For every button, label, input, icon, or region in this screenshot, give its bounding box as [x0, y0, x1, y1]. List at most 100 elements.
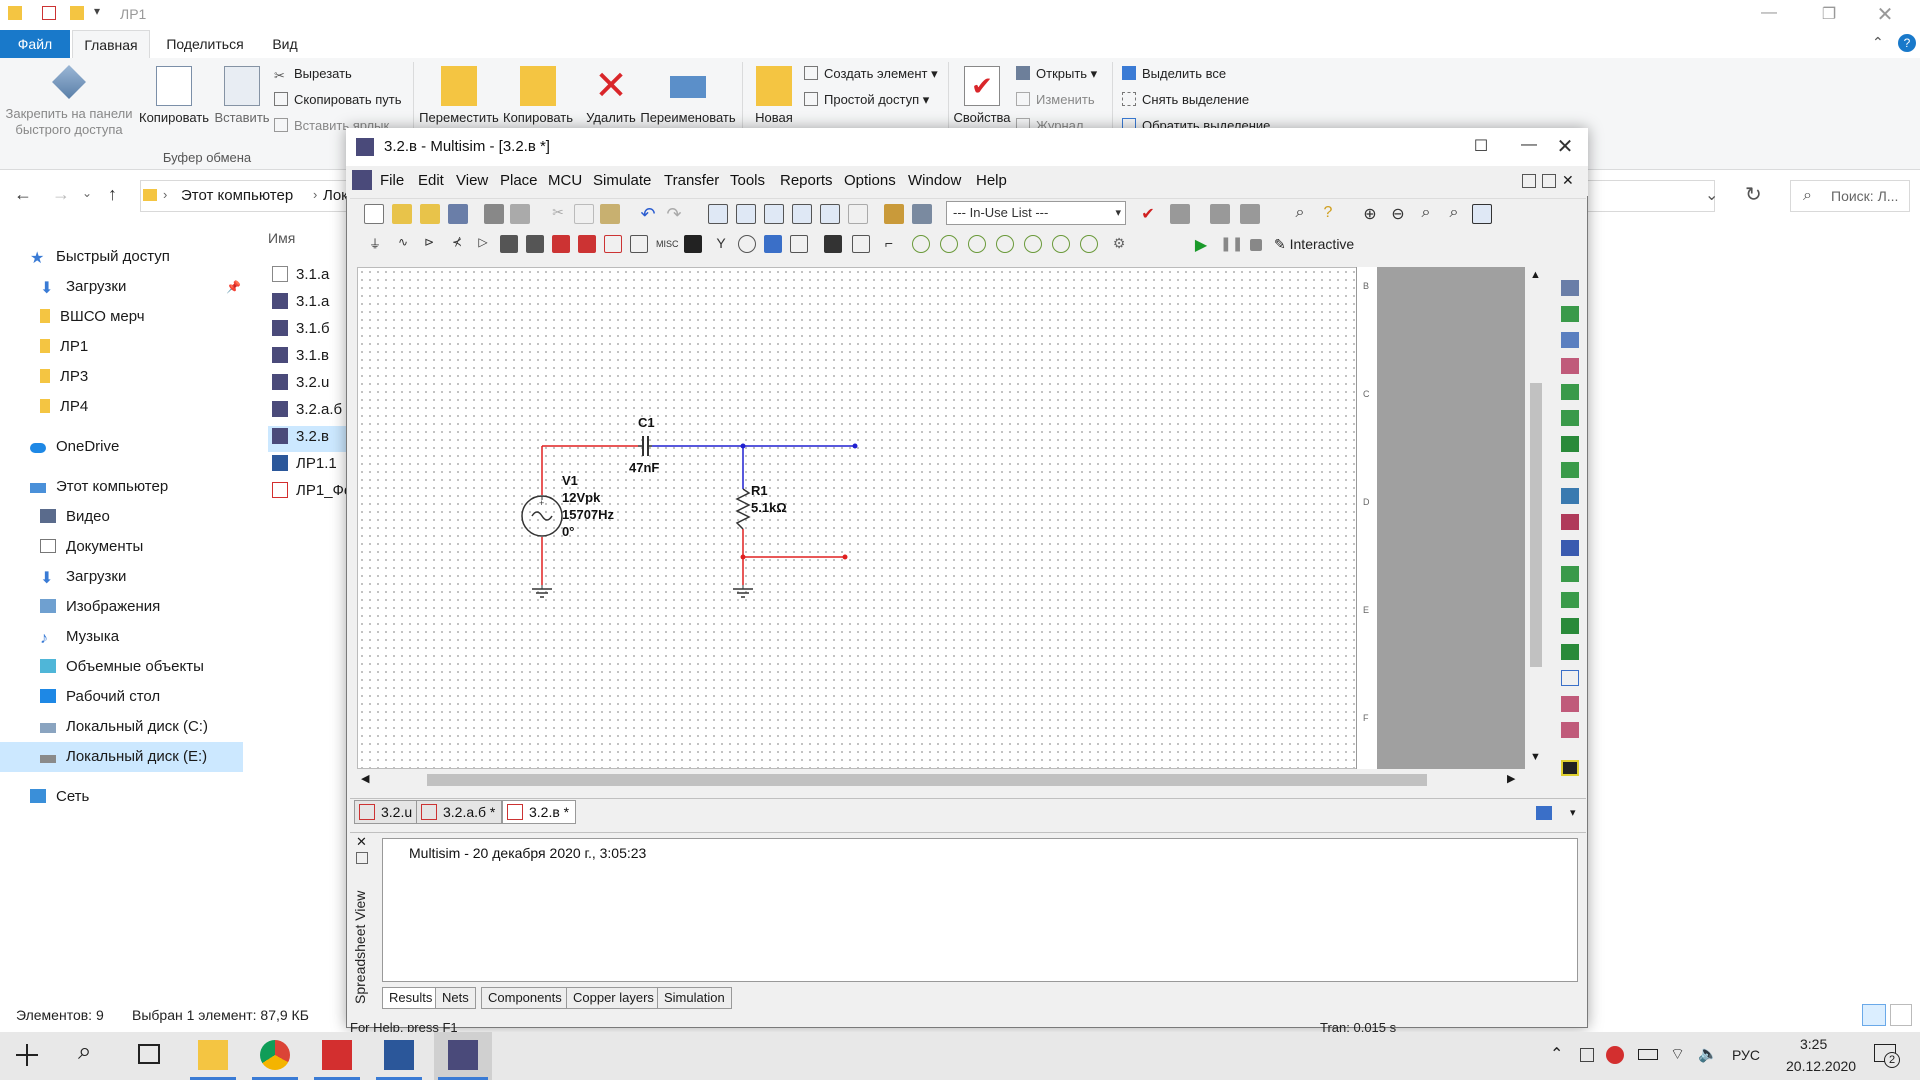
- tray-chevron-icon[interactable]: ⌃: [1550, 1046, 1564, 1063]
- zoom-out-icon[interactable]: ⊖: [1391, 206, 1405, 223]
- nav-quick-folder[interactable]: ВШСО мерч: [40, 308, 145, 325]
- probe-icon[interactable]: [968, 235, 986, 253]
- stop-simulation-icon[interactable]: [1250, 239, 1262, 251]
- nav-onedrive[interactable]: OneDrive: [30, 438, 119, 455]
- advanced-peripherals-icon[interactable]: [684, 235, 702, 253]
- menu-file[interactable]: File: [380, 172, 405, 189]
- menu-window[interactable]: Window: [908, 172, 962, 189]
- close-panel-icon[interactable]: ✕: [356, 834, 367, 849]
- interactive-mode-button[interactable]: ✎ Interactive: [1274, 236, 1355, 252]
- start-windows-icon[interactable]: [16, 1044, 38, 1066]
- cmos-component-icon[interactable]: [526, 235, 544, 253]
- scroll-thumb[interactable]: [1530, 383, 1542, 667]
- probe-icon[interactable]: [996, 235, 1014, 253]
- file-item[interactable]: ЛР1_Фе: [272, 482, 352, 499]
- language-indicator[interactable]: РУС: [1732, 1047, 1761, 1063]
- nav-quick-folder[interactable]: ЛР3: [40, 368, 88, 385]
- menu-view[interactable]: View: [456, 172, 489, 189]
- zoom-full-icon[interactable]: [1472, 204, 1492, 224]
- full-screen-icon[interactable]: [708, 204, 728, 224]
- tab-view[interactable]: Вид: [272, 36, 298, 52]
- select-none-button[interactable]: Снять выделение: [1122, 92, 1249, 107]
- distortion-analyzer-icon[interactable]: [1561, 566, 1579, 582]
- analog-component-icon[interactable]: ▷: [478, 235, 488, 249]
- zoom-fit-icon[interactable]: ⌕: [1449, 204, 1459, 221]
- menu-mcu[interactable]: MCU: [548, 172, 583, 189]
- file-item[interactable]: 3.1.a: [272, 293, 329, 310]
- probe-settings-icon[interactable]: ⚙: [1112, 235, 1126, 251]
- tektronix-oscilloscope-icon[interactable]: [1561, 722, 1579, 738]
- word-generator-icon[interactable]: [1561, 462, 1579, 478]
- file-item[interactable]: 3.1.б: [272, 320, 330, 337]
- grapher-icon[interactable]: [792, 204, 812, 224]
- new-folder-quick-icon[interactable]: [70, 6, 84, 20]
- capacitor-c1[interactable]: [638, 436, 652, 456]
- mdi-minimize-icon[interactable]: [1522, 174, 1536, 188]
- search-input[interactable]: ⌕ Поиск: Л...: [1790, 180, 1910, 212]
- ni-component-icon[interactable]: [764, 235, 782, 253]
- panel-collapse-icon[interactable]: ▾: [1570, 807, 1576, 819]
- four-channel-oscilloscope-icon[interactable]: [1561, 384, 1579, 400]
- nav-pc-item[interactable]: Документы: [40, 538, 143, 555]
- paste-button[interactable]: Вставить: [212, 66, 272, 125]
- open-button[interactable]: Открыть ▾: [1016, 66, 1097, 82]
- battery-icon[interactable]: [1638, 1049, 1658, 1060]
- connector-icon[interactable]: [790, 235, 808, 253]
- scroll-right-icon[interactable]: ▶: [1507, 773, 1516, 785]
- mixed-component-icon[interactable]: [578, 235, 596, 253]
- tab-home[interactable]: Главная: [72, 30, 150, 58]
- breadcrumb-this-pc[interactable]: Этот компьютер: [181, 187, 294, 204]
- properties-button[interactable]: ✔ Свойства: [952, 66, 1012, 125]
- nav-quick-folder[interactable]: ЛР1: [40, 338, 88, 355]
- select-all-button[interactable]: Выделить все: [1122, 66, 1226, 81]
- frequency-counter-icon[interactable]: [1561, 436, 1579, 452]
- spreadsheet-tab-nets[interactable]: Nets: [435, 987, 476, 1009]
- find-examples-icon[interactable]: ⌕: [1295, 204, 1305, 221]
- nav-pc-item[interactable]: ♪Музыка: [40, 628, 120, 647]
- in-use-list-dropdown[interactable]: --- In-Use List ---▾: [946, 201, 1126, 225]
- copy-button[interactable]: Копировать: [138, 66, 210, 125]
- mdi-restore-icon[interactable]: [1542, 174, 1556, 188]
- nav-quick-downloads[interactable]: ⬇Загрузки: [40, 278, 127, 297]
- refresh-icon[interactable]: ↻: [1745, 184, 1762, 206]
- minimize-icon[interactable]: —: [1761, 4, 1777, 21]
- basic-component-icon[interactable]: ∿: [397, 235, 409, 249]
- zoom-in-icon[interactable]: ⊕: [1363, 206, 1377, 223]
- nav-pc-item[interactable]: Локальный диск (C:): [40, 718, 208, 735]
- database-manager-icon[interactable]: [912, 204, 932, 224]
- print-preview-icon[interactable]: [510, 204, 530, 224]
- tray-security-icon[interactable]: [1606, 1046, 1624, 1064]
- forward-annotate-icon[interactable]: [1240, 204, 1260, 224]
- task-view-icon[interactable]: [138, 1044, 160, 1064]
- menu-help[interactable]: Help: [976, 172, 1007, 189]
- tab-file[interactable]: Файл: [0, 30, 70, 58]
- nav-this-pc[interactable]: Этот компьютер: [30, 478, 168, 495]
- copy-path-button[interactable]: Скопировать путь: [274, 92, 402, 107]
- cut-icon[interactable]: ✂: [552, 204, 564, 220]
- tray-device-icon[interactable]: [1580, 1048, 1594, 1062]
- rename-button[interactable]: Переименовать: [638, 66, 738, 125]
- transistor-component-icon[interactable]: ⊀: [451, 235, 463, 249]
- nav-pc-item[interactable]: ⬇Загрузки: [40, 568, 127, 587]
- agilent-multimeter-icon[interactable]: [1561, 670, 1579, 686]
- file-item[interactable]: 3.1.в: [272, 347, 329, 364]
- breadcrumb-local-disk[interactable]: Лок: [323, 187, 348, 204]
- help-question-icon[interactable]: ?: [1323, 204, 1333, 221]
- help-icon[interactable]: ?: [1898, 34, 1916, 52]
- open-file-icon[interactable]: [392, 204, 412, 224]
- maximize-icon[interactable]: ☐: [1473, 138, 1489, 155]
- component-wizard-icon[interactable]: [884, 204, 904, 224]
- details-view-icon[interactable]: [1862, 1004, 1886, 1026]
- mcu-component-icon[interactable]: [824, 235, 842, 253]
- close-icon[interactable]: ✕: [1876, 4, 1894, 26]
- labview-instrument-icon[interactable]: [1561, 760, 1579, 776]
- description-box-icon[interactable]: [764, 204, 784, 224]
- logic-analyzer-icon[interactable]: [1561, 514, 1579, 530]
- nav-pc-item[interactable]: Объемные объекты: [40, 658, 204, 675]
- power-component-icon[interactable]: [630, 235, 648, 253]
- large-icons-view-icon[interactable]: [1890, 1004, 1912, 1026]
- delete-button[interactable]: ✕ Удалить: [586, 64, 636, 125]
- rf-component-icon[interactable]: Y: [716, 235, 726, 251]
- new-item-button[interactable]: Создать элемент ▾: [804, 66, 938, 82]
- wifi-icon[interactable]: ⌔: [1670, 1046, 1686, 1063]
